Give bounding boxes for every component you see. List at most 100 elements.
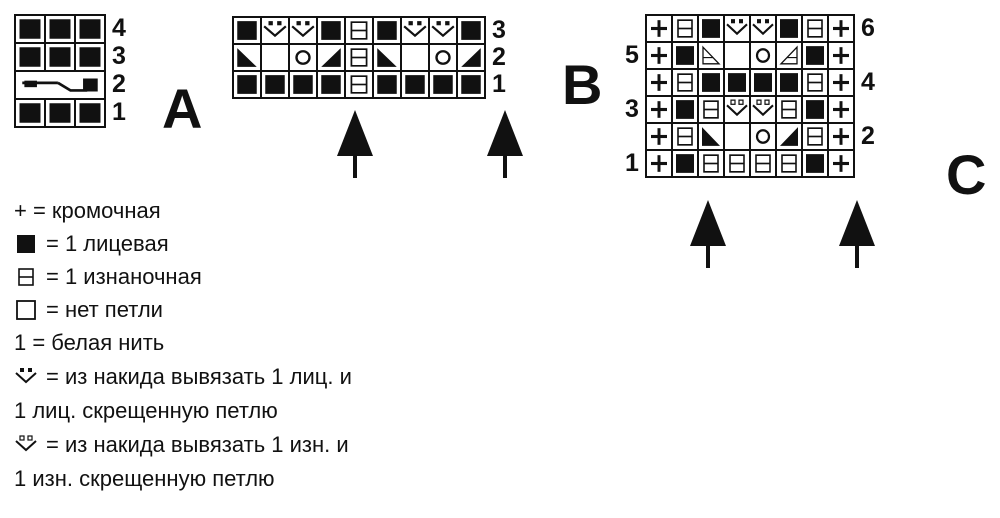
- legend-text: = из накида вывязать 1 лиц. и: [46, 364, 352, 389]
- row-number: 6: [861, 13, 875, 42]
- row-number: 1: [492, 69, 506, 98]
- knit-stitch-icon: [723, 68, 751, 97]
- purl-stitch-icon: [14, 265, 38, 289]
- row-number: 1: [112, 98, 126, 126]
- no-stitch-icon: [260, 43, 290, 72]
- legend-text: = из накида вывязать 1 изн. и: [46, 432, 349, 457]
- knit-stitch-icon: [697, 14, 725, 43]
- knit-stitch-icon: [74, 98, 106, 128]
- yarnover-knit-twisted-icon: [428, 16, 458, 45]
- knit-stitch-icon: [801, 41, 829, 70]
- arrow-up-icon: [487, 110, 523, 178]
- legend-item: 1 лиц. скрещенную петлю: [14, 398, 278, 424]
- knit-stitch-icon: [372, 16, 402, 45]
- yarn-over-icon: [749, 41, 777, 70]
- yarn-over-icon: [749, 122, 777, 151]
- legend-text: + = кромочная: [14, 198, 161, 223]
- row-number: 3: [492, 15, 506, 44]
- chart-b: [232, 16, 486, 99]
- purl-stitch-icon: [775, 149, 803, 178]
- edge-stitch-icon: [827, 14, 855, 43]
- decrease-right-icon: [232, 43, 262, 72]
- legend-item: = 1 лицевая: [14, 231, 169, 257]
- chartC-row: [645, 149, 855, 178]
- chartB-row: [232, 43, 486, 72]
- knit-stitch-icon: [697, 68, 725, 97]
- knit-stitch-icon: [671, 41, 699, 70]
- knit-stitch-icon: [232, 70, 262, 99]
- yarnover-knit-twisted-icon: [288, 16, 318, 45]
- yarnover-knit-twisted-icon: [14, 365, 38, 389]
- yarnover-purl-twisted-icon: [14, 433, 38, 457]
- legend-item: 1 изн. скрещенную петлю: [14, 466, 275, 492]
- purl-stitch-icon: [344, 43, 374, 72]
- row-number: 5: [625, 40, 639, 69]
- edge-stitch-icon: [827, 122, 855, 151]
- legend-item: = 1 изнаночная: [14, 264, 202, 290]
- knit-stitch-icon: [44, 98, 76, 128]
- edge-stitch-icon: [645, 149, 673, 178]
- yarnover-purl-twisted-icon: [749, 95, 777, 124]
- row-number: 4: [112, 14, 126, 42]
- purl-stitch-icon: [671, 122, 699, 151]
- knit-stitch-icon: [316, 70, 346, 99]
- chartC-row: [645, 14, 855, 43]
- no-stitch-icon: [400, 43, 430, 72]
- decrease-left-outline-icon: [775, 41, 803, 70]
- legend-text: 1 = белая нить: [14, 330, 165, 355]
- knit-stitch-icon: [428, 70, 458, 99]
- yarnover-knit-twisted-icon: [723, 14, 751, 43]
- purl-stitch-icon: [697, 95, 725, 124]
- decrease-left-icon: [456, 43, 486, 72]
- knit-stitch-icon: [775, 68, 803, 97]
- cable-cross-icon: [14, 70, 106, 100]
- purl-stitch-icon: [749, 149, 777, 178]
- purl-stitch-icon: [671, 14, 699, 43]
- knit-stitch-icon: [260, 70, 290, 99]
- decrease-left-icon: [775, 122, 803, 151]
- knit-stitch-icon: [456, 16, 486, 45]
- legend-item: = из накида вывязать 1 лиц. и: [14, 364, 352, 390]
- knit-stitch-icon: [749, 68, 777, 97]
- row-number: 3: [625, 94, 639, 123]
- knit-stitch-icon: [74, 14, 106, 44]
- edge-stitch-icon: [827, 41, 855, 70]
- chartA-row: [14, 98, 106, 128]
- no-stitch-icon: [723, 41, 751, 70]
- legend-item: = нет петли: [14, 297, 163, 323]
- knit-stitch-icon: [288, 70, 318, 99]
- purl-stitch-icon: [775, 95, 803, 124]
- no-stitch-icon: [14, 298, 38, 322]
- knit-stitch-icon: [74, 42, 106, 72]
- chart-c-letter: C: [946, 143, 987, 206]
- yarnover-knit-twisted-icon: [400, 16, 430, 45]
- chartA-row: [14, 14, 106, 44]
- decrease-right-outline-icon: [697, 41, 725, 70]
- yarnover-purl-twisted-icon: [723, 95, 751, 124]
- knit-stitch-icon: [232, 16, 262, 45]
- legend-text: 1 лиц. скрещенную петлю: [14, 398, 278, 423]
- legend-text: = 1 лицевая: [46, 231, 169, 256]
- purl-stitch-icon: [723, 149, 751, 178]
- knit-stitch-icon: [456, 70, 486, 99]
- purl-stitch-icon: [344, 16, 374, 45]
- knit-stitch-icon: [14, 232, 38, 256]
- knit-stitch-icon: [44, 14, 76, 44]
- chartC-row: [645, 68, 855, 97]
- chartA-row: [14, 70, 106, 100]
- arrow-up-icon: [337, 110, 373, 178]
- row-number: 3: [112, 42, 126, 70]
- legend-text: = 1 изнаночная: [46, 264, 202, 289]
- knit-stitch-icon: [372, 70, 402, 99]
- knit-stitch-icon: [671, 95, 699, 124]
- purl-stitch-icon: [344, 70, 374, 99]
- chart-a: [14, 14, 106, 128]
- knit-stitch-icon: [316, 16, 346, 45]
- chartB-row: [232, 16, 486, 45]
- arrow-up-icon: [839, 200, 875, 268]
- knit-stitch-icon: [14, 14, 46, 44]
- yarnover-knit-twisted-icon: [260, 16, 290, 45]
- purl-stitch-icon: [801, 68, 829, 97]
- legend-item: = из накида вывязать 1 изн. и: [14, 432, 349, 458]
- decrease-left-icon: [316, 43, 346, 72]
